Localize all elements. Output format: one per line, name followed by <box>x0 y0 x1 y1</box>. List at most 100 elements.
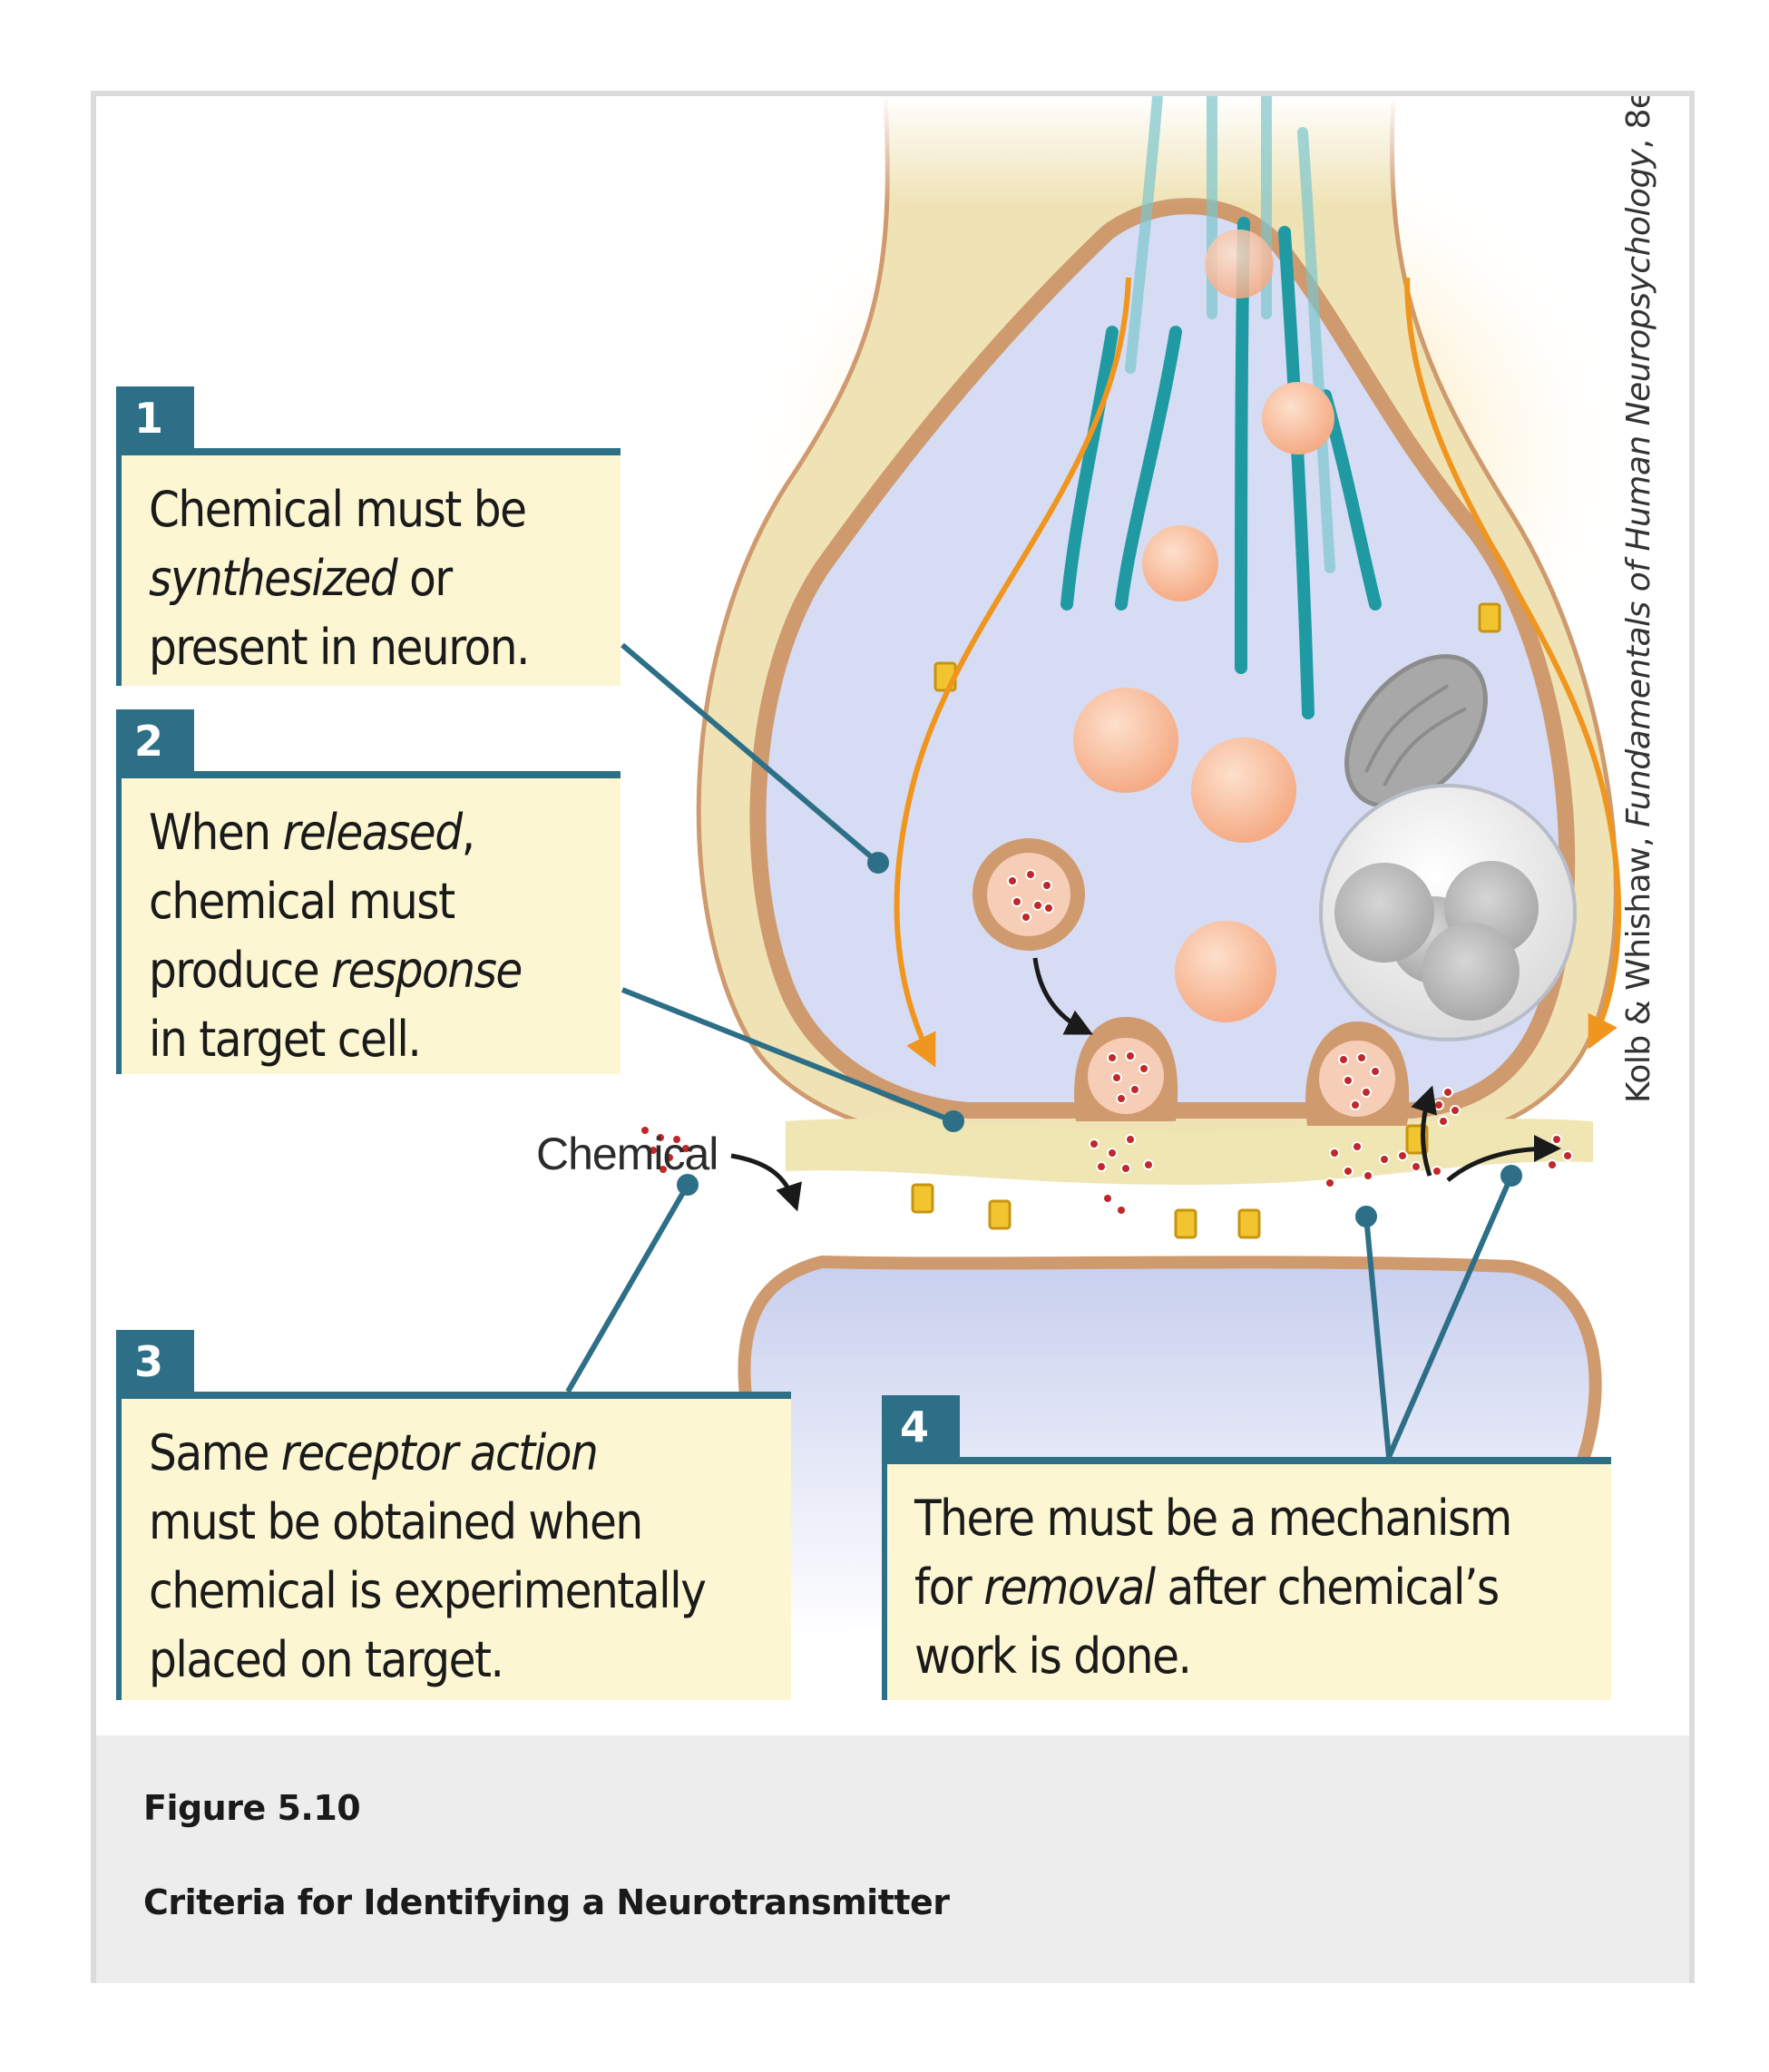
nucleus <box>1319 784 1577 1041</box>
neurotransmitter-dot <box>671 1134 682 1145</box>
criterion-line: for removal after chemical’s <box>914 1553 1511 1622</box>
neurotransmitter-dot <box>1343 1166 1354 1177</box>
leader-lines <box>565 642 1522 1459</box>
neurotransmitter-dot <box>1032 900 1043 911</box>
criterion-line: work is done. <box>914 1622 1511 1691</box>
neurotransmitter-dot <box>1125 1134 1136 1145</box>
neurotransmitter-dot <box>1343 1075 1354 1086</box>
credit-authors: Kolb & Whishaw, <box>1620 826 1657 1103</box>
criterion-line: in target cell. <box>149 1005 522 1074</box>
criterion-line: chemical must <box>149 867 522 936</box>
neurotransmitter-dot <box>658 1164 669 1175</box>
mitochondrion <box>1344 654 1488 808</box>
text-run: , <box>461 804 475 861</box>
criterion-line: produce response <box>149 936 523 1005</box>
diffusion-arrow <box>1446 1135 1561 1182</box>
vesicle <box>1205 230 1274 298</box>
leader-4a <box>1363 1216 1392 1458</box>
vesicle <box>1073 688 1178 793</box>
text-run: produce <box>149 942 332 999</box>
neurotransmitter-dot <box>1350 1100 1361 1110</box>
text-run: must be obtained when <box>149 1493 643 1550</box>
microtubule <box>1060 326 1119 611</box>
release-arrow <box>1032 957 1093 1035</box>
synaptic-vesicles <box>1073 230 1334 1022</box>
copyright-credit: Kolb & Whishaw, Fundamentals of Human Ne… <box>1620 96 1657 1103</box>
criterion-line: placed on target. <box>149 1626 705 1695</box>
neurotransmitter-dot <box>1547 1159 1558 1170</box>
neurotransmitter-dot <box>1139 1063 1149 1074</box>
neurotransmitter-dot <box>1096 1161 1107 1172</box>
emphasis-text: removal <box>983 1559 1156 1616</box>
text-run: present in neuron. <box>149 619 530 676</box>
credit-publisher: , 8e, © 2021 Worth Publishers <box>1620 96 1657 149</box>
neurotransmitter-dot <box>1116 1093 1127 1104</box>
receptor <box>1237 1208 1261 1239</box>
neurotransmitter-dot <box>1370 1066 1381 1077</box>
neurotransmitter-dot <box>664 1152 675 1163</box>
flow-arrow-left <box>894 277 1131 1068</box>
figure-caption: Figure 5.10 Criteria for Identifying a N… <box>96 1735 1689 1983</box>
leader-2 <box>621 987 955 1124</box>
text-run: Chemical must be <box>149 481 527 538</box>
neurotransmitter-dot <box>1107 1148 1118 1158</box>
receptor <box>1478 602 1501 633</box>
text-run: work is done. <box>914 1627 1192 1685</box>
emphasis-text: synthesized <box>149 550 398 607</box>
neurotransmitter-dot <box>1329 1148 1340 1158</box>
neurotransmitter-dot <box>1363 1170 1373 1181</box>
receptor <box>1174 1208 1197 1239</box>
criterion-line: There must be a mechanism <box>914 1484 1512 1553</box>
neurotransmitter-dot <box>1379 1154 1390 1165</box>
synaptic-cleft <box>786 1119 1593 1185</box>
neurotransmitter-dot <box>1025 869 1036 880</box>
docked-vesicle <box>1074 1017 1178 1121</box>
neurotransmitter-dot <box>1120 1163 1131 1174</box>
neurotransmitter-dot <box>1324 1178 1335 1188</box>
figure-title: Criteria for Identifying a Neurotransmit… <box>143 1882 950 1922</box>
emphasis-text: receptor action <box>280 1424 599 1481</box>
criterion-line: present in neuron. <box>149 613 530 682</box>
emphasis-text: response <box>331 942 523 999</box>
flow-arrow-right <box>1404 277 1622 1050</box>
neurotransmitter-molecules <box>640 869 1573 1216</box>
figure-number: Figure 5.10 <box>143 1788 361 1828</box>
text-run: for <box>914 1559 984 1616</box>
neurotransmitter-dot <box>1111 1072 1122 1083</box>
neurotransmitter-dot <box>1442 1087 1453 1098</box>
neurotransmitter-dot <box>1432 1166 1442 1177</box>
neurotransmitter-dot <box>1450 1105 1461 1116</box>
microtubule <box>1278 226 1315 719</box>
text-run: after chemical’s <box>1154 1559 1500 1616</box>
neurotransmitter-dot <box>1007 875 1018 886</box>
criterion-line: synthesized or <box>149 544 529 613</box>
neurotransmitter-dot <box>1089 1139 1100 1149</box>
neurotransmitter-dot <box>680 1143 691 1154</box>
criterion-line: Chemical must be <box>149 475 529 544</box>
reuptake-arrow <box>1411 1085 1437 1177</box>
neurotransmitter-dot <box>1129 1084 1140 1095</box>
leader-3 <box>565 1183 690 1393</box>
leader-4b <box>1386 1174 1514 1459</box>
vesicle <box>1191 738 1296 843</box>
text-run: placed on target. <box>149 1631 504 1688</box>
neurotransmitter-dot <box>1012 896 1022 907</box>
criterion-line: chemical is experimentally <box>149 1557 707 1626</box>
vesicle <box>1175 921 1276 1022</box>
axon-fade <box>822 96 1457 205</box>
neurotransmitter-dot <box>1125 1051 1136 1061</box>
criterion-text: Chemical must be synthesized or present in… <box>149 475 530 682</box>
neurotransmitter-dot <box>1433 1100 1444 1110</box>
text-run: When <box>149 804 283 861</box>
criterion-number: 4 <box>882 1395 960 1459</box>
neurotransmitter-dot <box>1551 1134 1562 1145</box>
neurotransmitter-dot <box>1021 912 1031 923</box>
emphasis-text: released <box>282 804 463 861</box>
neurotransmitter-dot <box>655 1132 666 1143</box>
neurotransmitter-dot <box>1116 1205 1127 1216</box>
criterion-line: Same receptor action <box>149 1419 705 1488</box>
receptor <box>911 1183 934 1214</box>
